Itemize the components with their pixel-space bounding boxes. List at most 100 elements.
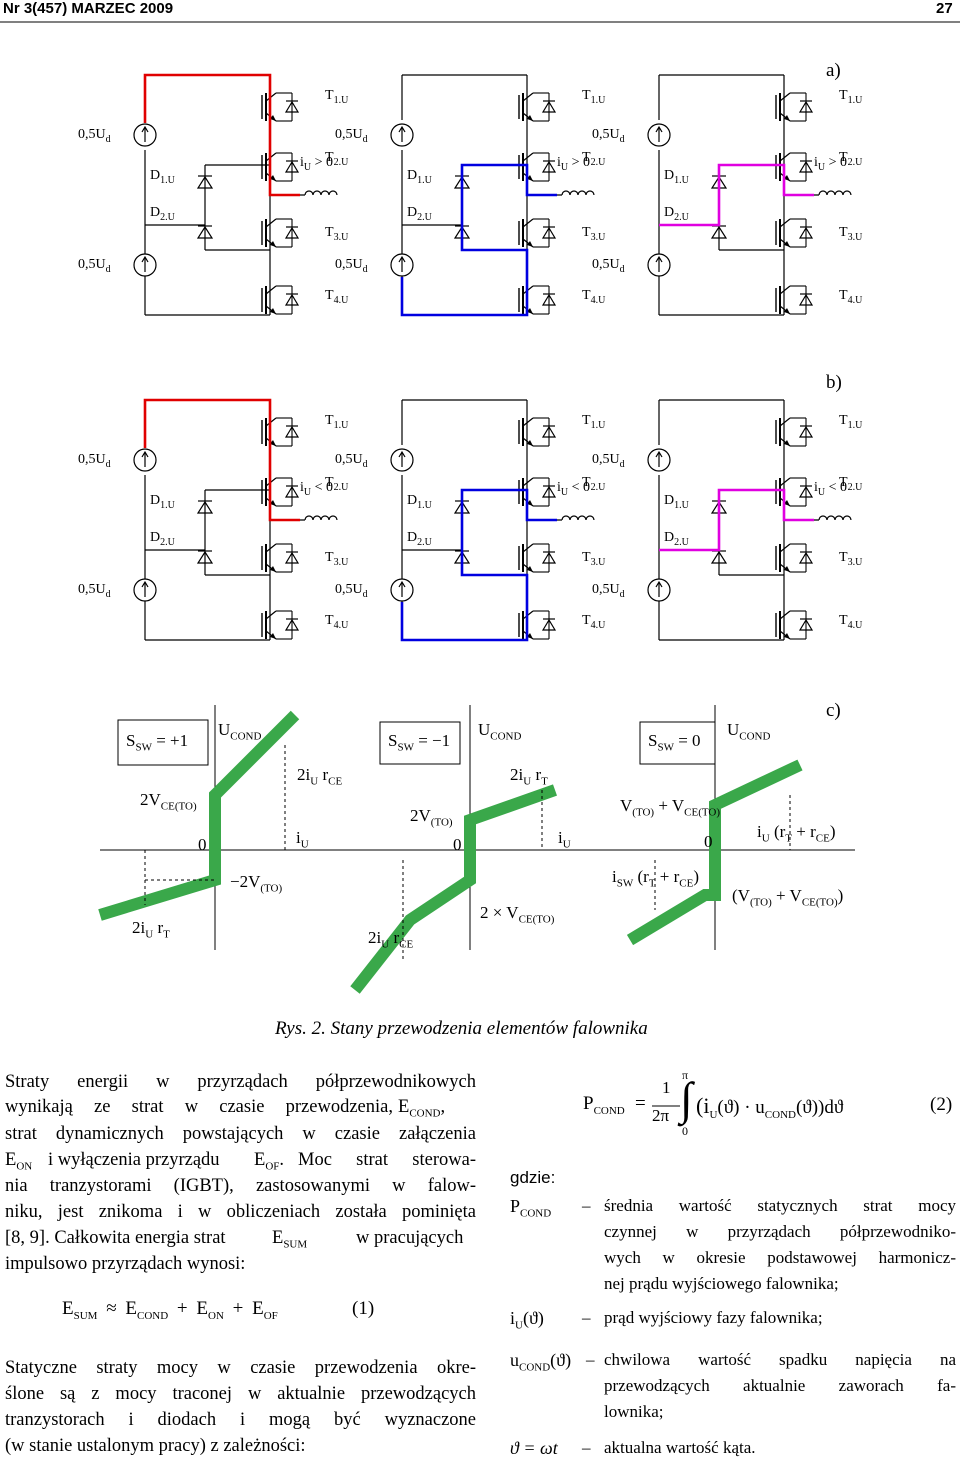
def-4-line-1: aktualna wartość kąta. [604,1438,756,1457]
label-t2: T2.U [325,150,349,168]
label-t1: T1.U [839,88,863,106]
clamp-diode-triangle [196,500,214,514]
dc-source-arrowhead [398,450,406,458]
def-3-line-2: przewodzących aktualnie zaworach fa- [604,1376,956,1395]
label-t1: T1.U [582,88,606,106]
diode-triangle [798,551,814,564]
para2-line-3: tranzystorach i diodach i mogą być wyzna… [5,1410,476,1430]
diode-triangle [541,100,557,113]
igbt-collector [522,152,534,162]
transistor-t1 [518,417,557,447]
label-source-lower: 0,5Ud [78,257,111,275]
figure-caption: Rys. 2. Stany przewodzenia elementów fal… [275,1018,648,1039]
char-3-ylabel: UCOND [727,720,771,743]
para1-line-5: Moc strat sterowa- [298,1150,476,1170]
def-3-dash: – [586,1350,595,1369]
def-2-symbol: iU(ϑ) [510,1308,544,1332]
igbt-collector [779,477,791,487]
source-lower [647,253,671,277]
source-lower [133,253,157,277]
equation-1: ESUM ≈ ECOND + EON + EOF [62,1298,278,1322]
diode-triangle [541,226,557,239]
char-1-ylabel: UCOND [218,720,262,743]
diode-d2 [196,550,214,564]
char-1-upper-offset: 2VCE(TO) [140,790,197,813]
igbt-arrow [784,566,790,572]
dc-source-arrowhead [655,255,663,263]
char-1-state-box [117,719,209,766]
dc-source-arrowhead [141,450,149,458]
diode-triangle [798,485,814,498]
char-2-curve [350,784,557,994]
transistor-t3 [261,218,300,248]
def-4-symbol: ϑ = ωt [510,1438,558,1458]
load-inductor [561,190,595,196]
diode-triangle [541,551,557,564]
source-lower [390,578,414,602]
eq2-integrand: (iU(ϑ) · uCOND(ϑ))dϑ [696,1093,844,1121]
def-1-symbol: PCOND [510,1196,552,1220]
load-inductor [818,515,852,521]
para1-line-10: impulsowo przyrządach wynosi: [5,1254,246,1274]
char-3-upper-offset: V(TO) + VCE(TO) [620,796,720,819]
def-2-line-1: prąd wyjściowy fazy falownika; [604,1308,823,1327]
label-source-upper: 0,5Ud [335,452,368,470]
char-1-lower-offset: −2V(TO) [230,872,283,895]
label-source-lower: 0,5Ud [335,257,368,275]
gdzie-label: gdzie: [510,1168,556,1187]
dc-source-arrowhead [655,580,663,588]
para1-line-6: nia tranzystorami (IGBT), zastosowanymi … [5,1176,476,1196]
label-d1: D1.U [150,168,175,186]
clamp-diode-triangle [710,550,728,564]
igbt-collector [779,610,791,620]
transistor-t2 [518,477,557,507]
load-inductor [304,515,338,521]
transistor-t2 [261,477,300,507]
transistor-t3 [518,218,557,248]
page-number: 27 [936,0,953,17]
char-1-upper-slope: 2iU rCE [297,765,343,788]
dc-source-arrowhead [398,255,406,263]
diode-triangle [541,293,557,306]
char-2-ylabel: UCOND [478,720,522,743]
diode-triangle [541,618,557,631]
source-upper [133,123,157,147]
label-load-current: iU < 0 [300,480,334,498]
para2-line-2: ślone są z mocy traconej w aktualnie prz… [5,1384,476,1404]
diode-triangle [541,160,557,173]
transistor-t1 [518,92,557,122]
label-t4: T4.U [582,288,606,306]
igbt-arrow [270,440,276,446]
diode-triangle [798,100,814,113]
para1-line-3: strat dynamicznych powstających w czasie… [5,1124,476,1144]
igbt-collector [522,417,534,427]
clamp-diode-triangle [196,225,214,239]
label-source-lower: 0,5Ud [78,582,111,600]
label-d2: D2.U [150,530,175,548]
sym-e-cond: ECOND, [398,1097,446,1120]
igbt-arrow [270,241,276,247]
sym-e-on: EON [5,1150,33,1173]
label-d1: D1.U [664,168,689,186]
para1-line-1: Straty energii w przyrządach półprzewodn… [5,1072,476,1092]
igbt-arrow [784,440,790,446]
label-t2: T2.U [582,150,606,168]
diode-triangle [284,485,300,498]
label-t1: T1.U [839,413,863,431]
label-source-upper: 0,5Ud [592,127,625,145]
igbt-arrow [527,308,533,314]
char-2-upper-offset: 2V(TO) [410,806,453,829]
label-source-upper: 0,5Ud [335,127,368,145]
header-rule [0,21,960,23]
igbt-arrow [527,500,533,506]
dc-source-arrowhead [398,125,406,133]
igbt-collector [265,218,277,228]
clamp-diode-triangle [196,175,214,189]
char-3-lower-offset: (V(TO) + VCE(TO)) [732,886,844,909]
diode-d1 [196,175,214,189]
diode-triangle [284,551,300,564]
char-2-state: SSW = −1 [388,731,451,754]
label-d2: D2.U [664,205,689,223]
diode-triangle [798,618,814,631]
